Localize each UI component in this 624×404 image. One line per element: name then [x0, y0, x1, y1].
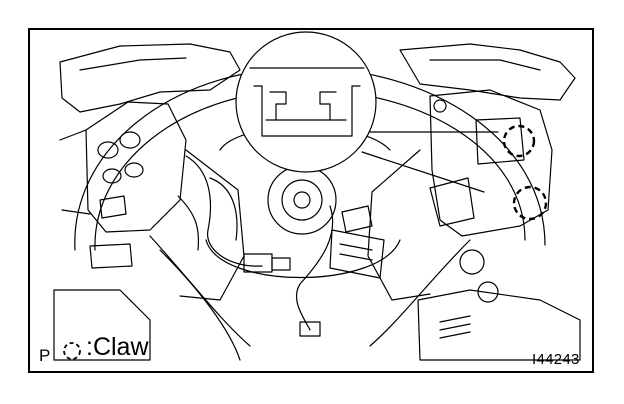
claw-detail [253, 85, 361, 137]
upper-left-dash-panel [59, 43, 241, 113]
left-steering-switch [85, 101, 187, 233]
wire-harness [185, 155, 263, 267]
legend-marker: P [39, 346, 51, 365]
detail-magnifier [235, 31, 377, 173]
connector-right [329, 229, 385, 279]
claw-location-lower [512, 185, 548, 221]
figure-id: I44243 [532, 351, 580, 368]
lower-right-panel [417, 289, 581, 361]
upper-right-dash-panel [399, 43, 576, 101]
legend-label: :Claw [86, 333, 149, 361]
right-spoke [367, 149, 431, 301]
dashed-circle-icon [63, 342, 81, 360]
claw-location-upper [502, 124, 536, 158]
